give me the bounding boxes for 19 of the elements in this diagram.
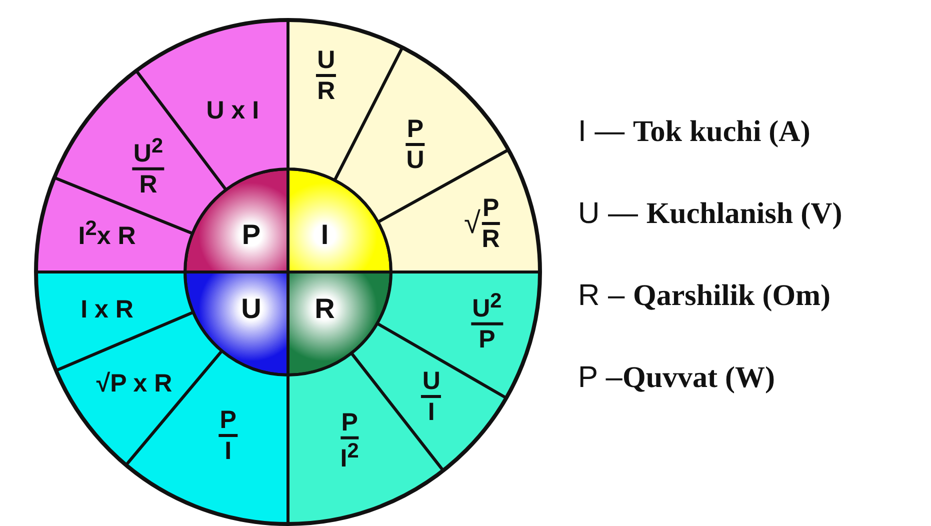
legend-text: U — Kuchlanish (V) [578, 197, 842, 231]
formula: P I$^{2}$ [340, 410, 359, 472]
formula: P I [218, 408, 238, 464]
formula: U R [316, 48, 336, 104]
quantity-symbol: U [241, 294, 262, 323]
formula: I x R [80, 298, 134, 323]
formula: U I [421, 368, 442, 425]
formula: I$^{2}$x R [78, 218, 136, 249]
quantity-symbol: I [320, 221, 329, 250]
formula: U x I [206, 98, 260, 124]
formula: P U [406, 116, 425, 173]
legend-text: I — Tok kuchi (A) [578, 115, 810, 149]
formula: U$^{2}$ P [471, 290, 503, 352]
formula: √P x R [96, 371, 172, 396]
formula: U$^{2}$ R [132, 136, 164, 198]
legend-text: P –Quvvat (W) [578, 361, 775, 395]
quantity-symbol: R [314, 294, 335, 323]
legend-text: R – Qarshilik (Om) [578, 279, 831, 313]
quantity-symbol: P [242, 221, 261, 250]
